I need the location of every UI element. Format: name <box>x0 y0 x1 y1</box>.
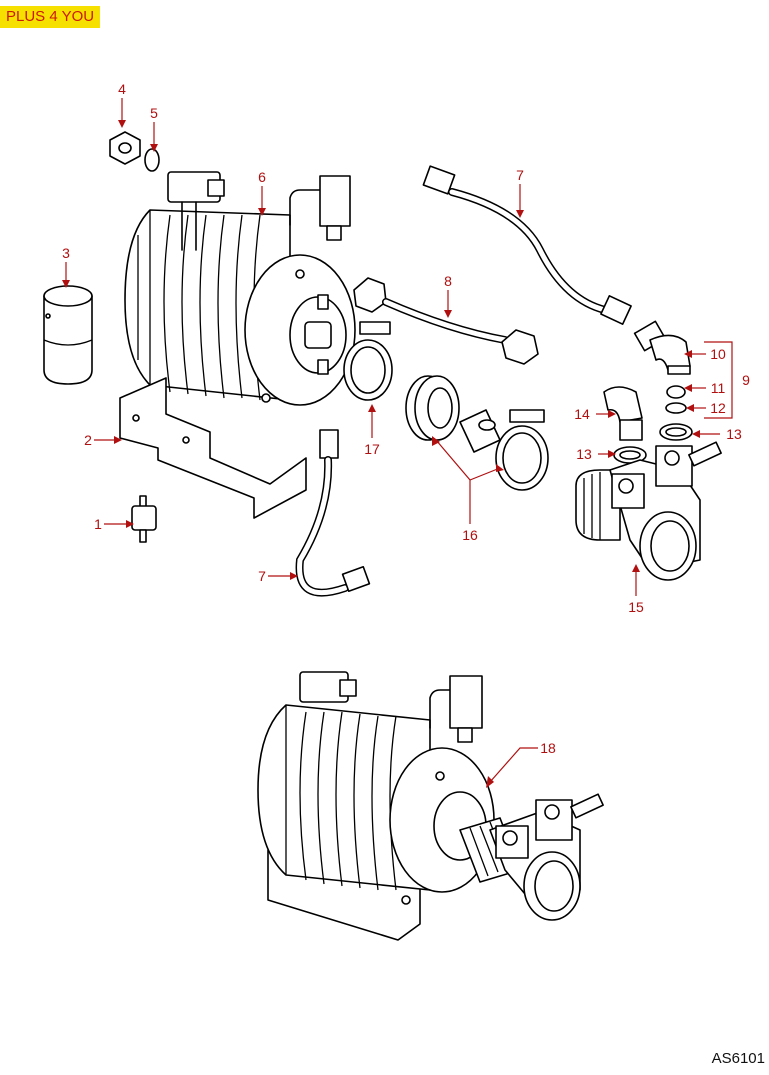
callout-label: 3 <box>62 245 70 261</box>
callout-label: 6 <box>258 169 266 185</box>
elbow-fitting-2 <box>603 386 643 441</box>
callout-label: 12 <box>710 400 726 416</box>
coupling-sleeve <box>405 375 460 441</box>
callout-label: 17 <box>364 441 380 457</box>
capacitor <box>43 285 93 385</box>
callout-label: 2 <box>84 432 92 448</box>
o-ring-small <box>665 402 687 414</box>
callout-label: 10 <box>710 346 726 362</box>
bracket-hole <box>182 436 190 444</box>
callout-label: 14 <box>574 406 590 422</box>
callout-label: 11 <box>711 380 726 396</box>
motor-bracket <box>119 377 307 519</box>
hose-clamp-2 <box>495 409 549 491</box>
callout-leaders <box>62 98 733 788</box>
callout-label: 9 <box>742 372 750 388</box>
callout-label: 8 <box>444 273 452 289</box>
brand-badge: PLUS 4 YOU <box>0 6 101 28</box>
hose-clamp <box>343 321 393 401</box>
callout-1-label: 4 <box>118 81 126 97</box>
callout-label: 18 <box>540 740 556 756</box>
pump-motor <box>124 171 356 406</box>
rubber-mount <box>131 495 157 543</box>
callout-label: 5 <box>150 105 158 121</box>
callout-label: 13 <box>726 426 742 442</box>
elbow-fitting <box>633 320 691 375</box>
hose-lower <box>295 429 371 597</box>
pump-head <box>575 441 722 581</box>
nut-small <box>666 385 686 399</box>
nut <box>109 131 141 165</box>
bracket-hole <box>132 414 140 422</box>
diagram-code: AS6101 <box>711 1050 765 1067</box>
hose-short <box>353 277 539 365</box>
shaft-coupler <box>459 409 501 453</box>
callout-label: 1 <box>94 516 102 532</box>
callout-label: 13 <box>576 446 592 462</box>
washer-hole <box>665 427 687 437</box>
callout-label: 15 <box>628 599 644 615</box>
pump-assembly <box>257 671 604 941</box>
o-ring <box>144 148 160 172</box>
washer-2-hole <box>619 450 641 460</box>
callout-label: 7 <box>258 568 266 584</box>
callout-label: 7 <box>516 167 524 183</box>
callout-label: 16 <box>462 527 478 543</box>
hose-upper <box>422 165 632 325</box>
